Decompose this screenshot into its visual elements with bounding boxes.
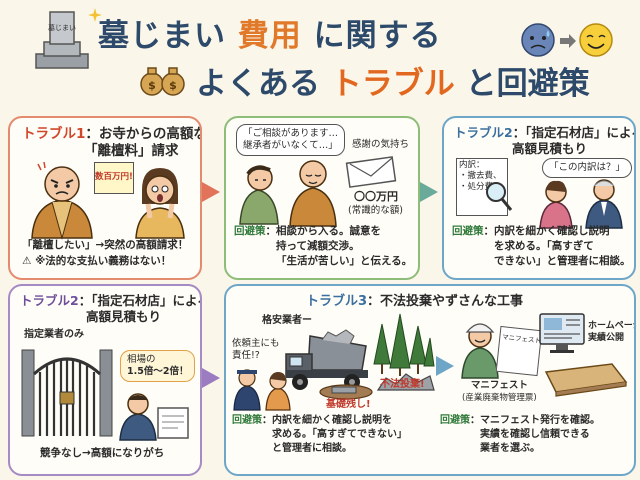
calm-monk-illustration <box>289 160 337 227</box>
panel-title: トラブル1：お寺からの高額な <box>22 126 202 142</box>
stone-dealer-illustration <box>119 393 189 441</box>
right-arrow-icon <box>560 34 576 48</box>
bowing-man-illustration <box>239 165 279 225</box>
title-part-f: と回避策 <box>465 66 590 102</box>
grave-label: 墓じまい <box>48 23 76 32</box>
header: 墓じまい 墓じまい 費用 に関する $ $ よくある トラブル と回避策 <box>0 0 640 115</box>
worried-face-icon <box>521 23 555 57</box>
bill-amount: 数百万円! <box>95 172 133 182</box>
computer-monitor-icon <box>539 313 585 353</box>
panel-trouble-2: トラブル2：「指定石材店」による 高額見積もり 指定業者のみ 相場の 1.5倍〜… <box>8 284 202 476</box>
dump-truck-illustration <box>285 329 368 390</box>
panel-subtitle: 「離檀料」請求 <box>84 143 179 159</box>
title-part-c: に関する <box>313 18 442 54</box>
solution-text-a: 回避策：内訳を細かく確認し説明を 求める。「高すぎてできない」 と管理者に相談。 <box>232 415 407 454</box>
svg-text:$: $ <box>169 79 177 92</box>
panel-title: トラブル2：「指定石材店」による <box>454 125 636 140</box>
shocked-woman-illustration <box>135 168 185 239</box>
foundation-label: 基礎残し! <box>326 399 371 410</box>
panel-trouble-3: トラブル3：不法投棄やずさんな工事 格安業者ー 依頼主にも 責任!? 不法投 <box>224 284 636 476</box>
page-title-line1: 墓じまい 費用 に関する <box>98 10 442 55</box>
happy-face-icon <box>579 23 613 57</box>
title-part-a: 墓じまい <box>98 18 226 54</box>
questioning-woman-illustration <box>539 180 573 229</box>
flow-arrow-4 <box>436 356 454 376</box>
grave-illustration: 墓じまい <box>35 11 89 69</box>
worried-client-illustration <box>265 372 291 411</box>
panel-solution-1: 「ご相談があります… 継承者がいなくて…」 感謝の気持ち 〇〇万円 (常識的な額… <box>224 116 420 280</box>
magnifier-icon <box>486 182 513 211</box>
panel-trouble-1: トラブル1：お寺からの高額な 「離檀料」請求 数百万円! 「離檀したい」→突然の… <box>8 116 202 280</box>
price-bubble: 相場の 1.5倍〜2倍！ <box>120 350 196 382</box>
solution-text: 回避策：内訳を細かく確認し説明 を求める。「高すぎて できない」と管理者に相談。 <box>452 225 631 267</box>
police-officer-illustration <box>233 369 261 411</box>
panel-subtitle: 高額見積もり <box>86 309 162 324</box>
estimate-doc-text: 内訳： ・撤去費、 ・処分費… <box>459 160 502 192</box>
gift-amount-note: (常識的な額) <box>348 205 403 216</box>
panel-title: トラブル2：「指定石材店」による <box>20 293 202 308</box>
panel-subtitle: 高額見積もり <box>512 141 588 156</box>
gate-label: 指定業者のみ <box>24 329 84 340</box>
flow-arrow-3 <box>202 368 220 388</box>
panel-title: トラブル3：不法投棄やずさんな工事 <box>306 294 524 309</box>
svg-text:$: $ <box>148 79 156 92</box>
homepage-label: ホームページ 実績公開 <box>588 321 634 343</box>
solution-text: 回避策：相談から入る。誠意を 持って減額交渉。 「生活が苦しい」と伝える。 <box>234 225 413 267</box>
construction-worker-illustration <box>461 323 499 379</box>
gift-label: 感謝の気持ち <box>352 139 410 150</box>
flow-arrow-1 <box>202 182 220 202</box>
trouble-description: 競争なし→高額になりがち <box>40 447 165 459</box>
responsibility-question: 依頼主にも 責任!? <box>232 338 280 361</box>
leftover-foundation-illustration <box>319 384 373 400</box>
legal-warning: ⚠ ※法的な支払い義務はない！ <box>22 255 172 267</box>
envelope-icon <box>345 156 397 188</box>
page-title-line2: よくある トラブル と回避策 <box>196 58 590 103</box>
illegal-dump-illustration <box>376 373 435 391</box>
sparkle-icon <box>88 8 102 22</box>
title-part-b: 費用 <box>237 18 302 54</box>
consult-bubble: 「ご相談があります… 継承者がいなくて…」 <box>236 124 346 156</box>
angry-monk-illustration <box>31 161 93 240</box>
title-part-e: トラブル <box>330 66 455 102</box>
title-part-d: よくある <box>196 66 320 102</box>
cheap-vendor-label: 格安業者ー <box>262 315 312 326</box>
manifest-label: マニフェスト (産業廃棄物管理票) <box>462 380 537 403</box>
money-bag-icon: $ $ <box>140 67 185 96</box>
iron-gate-illustration <box>21 349 113 437</box>
bill-paper <box>94 162 134 194</box>
trouble-description: 「離檀したい」→突然の高額請求！ <box>22 239 189 251</box>
flow-arrow-2 <box>420 182 438 202</box>
panel-trouble-2-solution: トラブル2：「指定石材店」による 高額見積もり 内訳： ・撤去費、 ・処分費… … <box>442 116 636 280</box>
gift-amount: 〇〇万円 <box>354 190 398 203</box>
illegal-dump-label: 不法投棄! <box>380 379 425 390</box>
clean-site-illustration <box>544 363 628 397</box>
solution-text-b: 回避策：マニフェスト発行を確認。 実績を確認し信頼できる 業者を選ぶ。 <box>440 415 600 454</box>
forest-illustration <box>373 313 435 376</box>
manager-man-illustration <box>585 179 623 229</box>
question-bubble: 「この内訳は？」 <box>542 158 633 178</box>
